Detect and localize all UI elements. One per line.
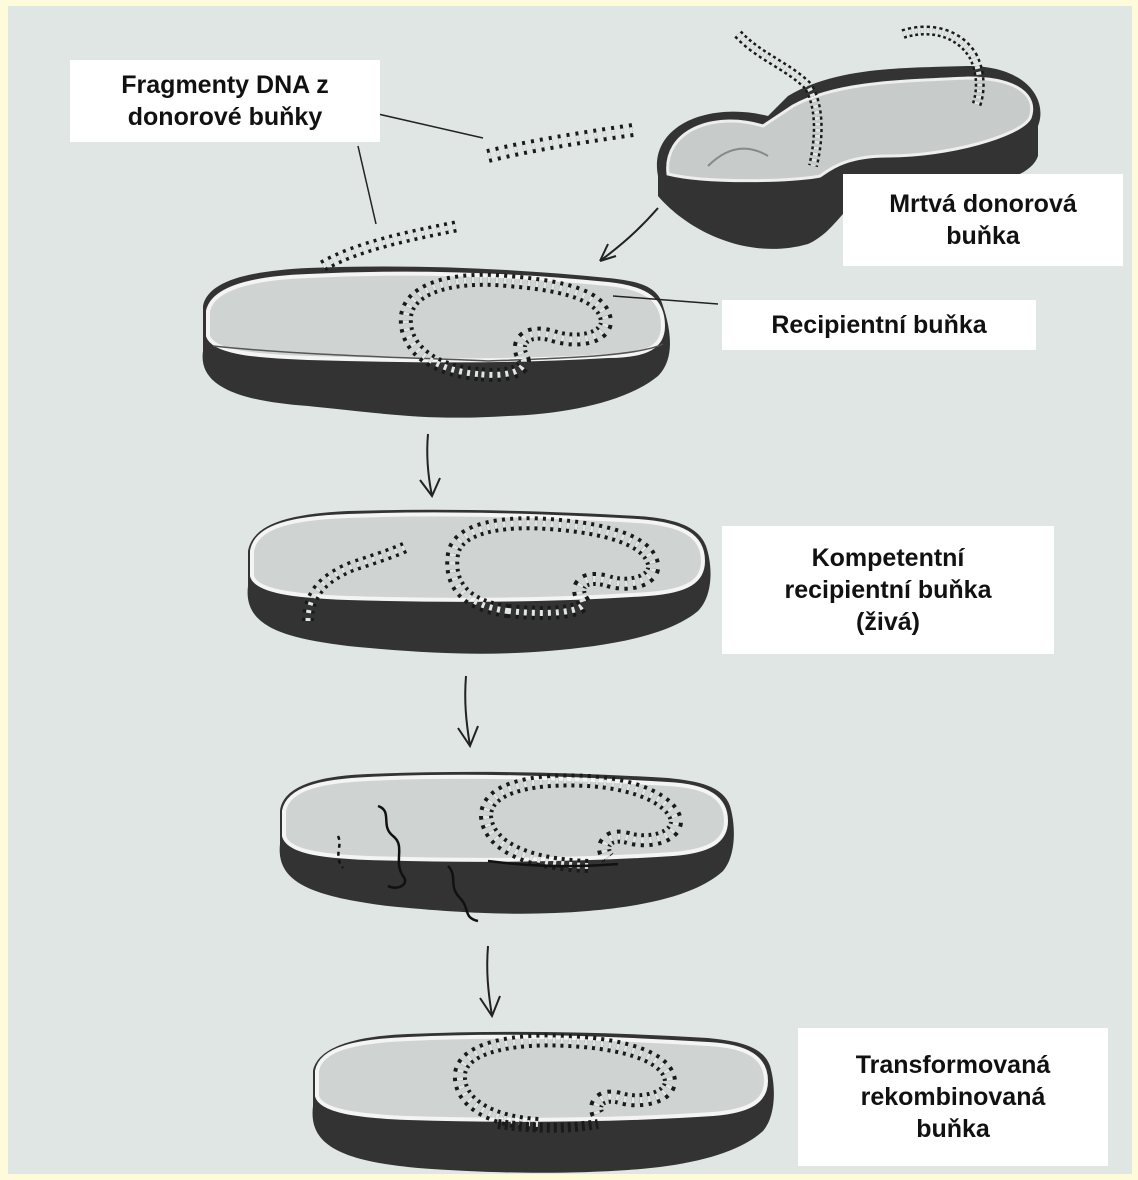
- label-dead-donor-line-2: buňka: [843, 220, 1123, 252]
- integrating-cell: [280, 772, 734, 921]
- label-recipient: Recipientní buňka: [722, 300, 1036, 350]
- label-dead-donor-line-1: Mrtvá donorová: [843, 188, 1123, 220]
- arrow-step-2: [458, 676, 478, 746]
- leader-line-fragment-2: [358, 146, 376, 224]
- label-recipient-line-1: Recipientní buňka: [722, 309, 1036, 341]
- transformed-cell: [313, 1032, 774, 1173]
- label-competent-line-1: Kompetentní: [722, 542, 1054, 574]
- label-transformed: Transformovaná rekombinovaná buňka: [798, 1028, 1108, 1166]
- label-competent: Kompetentní recipientní buňka (živá): [722, 526, 1054, 654]
- label-dead-donor: Mrtvá donorová buňka: [843, 174, 1123, 266]
- label-fragments-line-1: Fragmenty DNA z: [70, 69, 380, 101]
- label-competent-line-2: recipientní buňka: [722, 574, 1054, 606]
- label-transformed-line-2: rekombinovaná: [798, 1081, 1108, 1113]
- competent-cell: [248, 510, 711, 654]
- label-transformed-line-1: Transformovaná: [798, 1049, 1108, 1081]
- arrow-step-3: [480, 946, 500, 1016]
- arrow-step-1: [420, 434, 440, 496]
- label-fragments-line-2: donorové buňky: [70, 101, 380, 133]
- recipient-cell: [203, 226, 718, 418]
- label-transformed-line-3: buňka: [798, 1113, 1108, 1145]
- label-fragments: Fragmenty DNA z donorové buňky: [70, 60, 380, 142]
- diagram-stage: Fragmenty DNA z donorové buňky Mrtvá don…: [8, 6, 1132, 1174]
- label-competent-line-3: (živá): [722, 606, 1054, 638]
- arrow-donor-to-recipient: [600, 208, 658, 261]
- leader-line-fragment: [378, 114, 483, 138]
- free-dna-fragment: [488, 130, 633, 156]
